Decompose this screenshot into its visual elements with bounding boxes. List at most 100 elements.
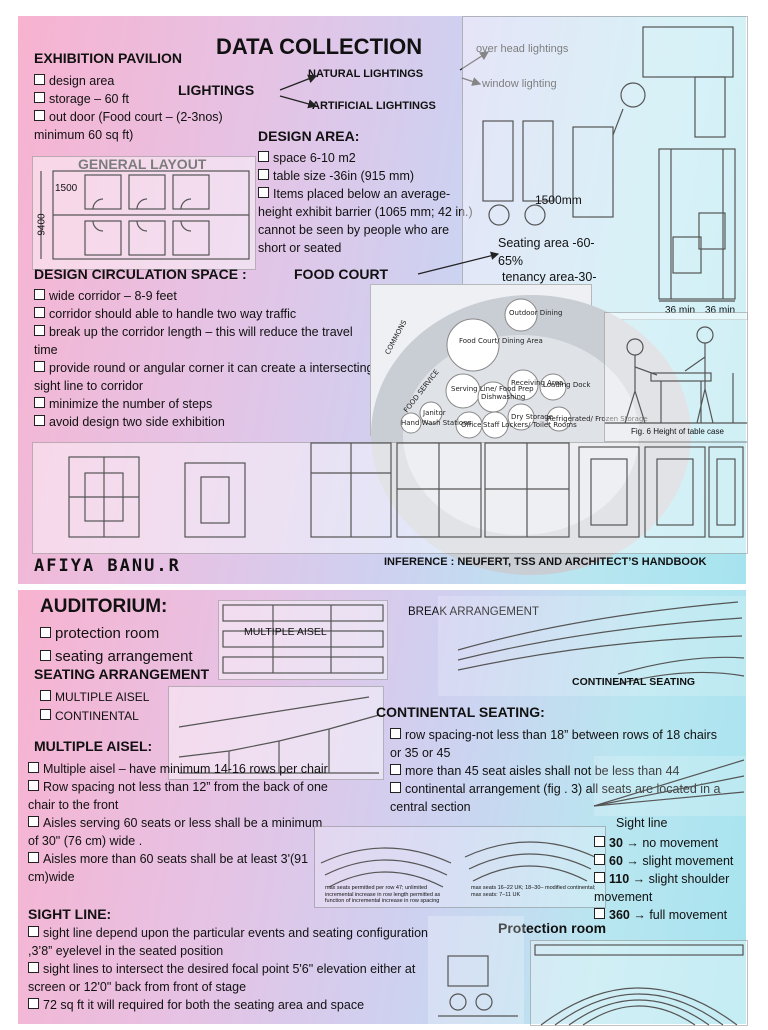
list-item: Items placed below an average-height exh…	[258, 187, 473, 255]
list-item: Aisles serving 60 seats or less shall be…	[28, 816, 323, 848]
design-area-list: space 6-10 m2 table size -36in (915 mm) …	[258, 149, 480, 257]
bubble-label-refrigerated: Refrigerated/ Frozen Storage	[547, 415, 648, 423]
multiple-aisel-title: MULTIPLE AISEL:	[34, 738, 153, 754]
circulation-plans-sketch	[68, 442, 744, 538]
checkbox-bullet-icon	[34, 92, 45, 103]
list-item: sight lines to intersect the desired foc…	[28, 962, 416, 994]
general-layout-title: GENERAL LAYOUT	[78, 156, 207, 172]
checkbox-bullet-icon	[28, 816, 39, 827]
list-item: more than 45 seat aisles shall not be le…	[390, 762, 730, 780]
sight-line-list: sight line depend upon the particular ev…	[28, 924, 428, 1014]
seating-arrangement-list: MULTIPLE AISEL CONTINENTAL	[40, 688, 190, 726]
bubble-label-dining: Food Court/ Dining Area	[459, 337, 543, 345]
break-arrangement-label: BREAK ARRANGEMENT	[408, 606, 539, 618]
fan-note-right: max seats 16–22 UK; 18–30– modified cont…	[471, 885, 596, 898]
circulation-title: DESIGN CIRCULATION SPACE :	[34, 266, 247, 282]
checkbox-bullet-icon	[258, 151, 269, 162]
checkbox-bullet-icon	[258, 187, 269, 198]
checkbox-bullet-icon	[28, 852, 39, 863]
list-item: corridor should able to handle two way t…	[34, 305, 374, 323]
checkbox-bullet-icon	[28, 762, 39, 773]
page-title: DATA COLLECTION	[216, 34, 423, 59]
list-item: space 6-10 m2	[258, 149, 480, 167]
list-item: design area	[34, 72, 272, 90]
overhead-lighting-label: over head lightings	[476, 43, 569, 55]
continental-seating-title: CONTINENTAL SEATING:	[376, 704, 545, 720]
accessibility-sketch	[482, 26, 736, 302]
list-item: storage – 60 ft	[34, 90, 272, 108]
checkbox-bullet-icon	[34, 307, 45, 318]
list-item: sight line depend upon the particular ev…	[28, 926, 428, 958]
checkbox-bullet-icon	[594, 854, 605, 865]
artificial-lightings-label: ARTIFICIAL LIGHTINGS	[312, 100, 436, 112]
checkbox-bullet-icon	[390, 728, 401, 739]
exhibition-pavilion-list: design area storage – 60 ft out door (Fo…	[34, 72, 272, 144]
checkbox-bullet-icon	[34, 397, 45, 408]
sightline-rays-image	[593, 756, 746, 816]
bubble-label-receiving: Receiving Area	[511, 379, 563, 387]
fan-seating-image: max seats permitted per row 47; unlimite…	[314, 826, 606, 908]
auditorium-slide: AUDITORIUM: protection room seating arra…	[18, 590, 748, 1026]
checkbox-bullet-icon	[594, 872, 605, 883]
checkbox-bullet-icon	[390, 782, 401, 793]
fan-note-left: max seats permitted per row 47; unlimite…	[325, 885, 441, 904]
seat-rows-sketch	[222, 604, 384, 674]
layout-dim-height: 9400	[36, 213, 48, 236]
circulation-list: wide corridor – 8-9 feet corridor should…	[34, 287, 374, 431]
list-item: out door (Food court – (2-3nos) minimum …	[34, 110, 223, 142]
list-item: protection room	[40, 622, 230, 645]
checkbox-bullet-icon	[28, 926, 39, 937]
seating-area-text: Seating area -60-65%	[498, 236, 595, 268]
movement-item: 360 → full movement	[594, 906, 746, 924]
dimension-1500mm: 1500mm	[535, 193, 582, 207]
food-service-diagram: COMMONS FOOD SERVICE Food Court/ Dining …	[370, 284, 691, 575]
list-item: table size -36in (915 mm)	[258, 167, 480, 185]
list-item: provide round or angular corner it can c…	[34, 361, 374, 393]
general-layout-sketch	[40, 170, 250, 260]
list-item: seating arrangement	[40, 645, 230, 668]
movement-item: 60 → slight movement	[594, 852, 746, 870]
bubble-label-hand-wash: Hand Wash Stations	[401, 419, 472, 427]
multiple-aisel-rows-image	[218, 600, 388, 680]
bubble-label-office: Office	[461, 421, 481, 429]
checkbox-bullet-icon	[390, 764, 401, 775]
checkbox-bullet-icon	[28, 998, 39, 1009]
bubble-label-serving: Serving Line/ Food Prep	[451, 385, 534, 393]
protection-room-image	[530, 940, 748, 1026]
layout-dim-width: 1500	[55, 183, 78, 194]
movement-item: 30 → no movement	[594, 834, 746, 852]
list-item: break up the corridor length – this will…	[34, 325, 353, 357]
projection-booth-image	[428, 916, 524, 1024]
bubble-label-staff-lockers: Staff Lockers/ Toilet Rooms	[483, 421, 577, 429]
continental-seating-diagram-label: CONTINENTAL SEATING	[572, 676, 696, 688]
exhibition-pavilion-title: EXHIBITION PAVILION	[34, 50, 183, 66]
checkbox-bullet-icon	[40, 690, 51, 701]
auditorium-title: AUDITORIUM:	[40, 596, 168, 617]
window-lighting-label: window lighting	[482, 78, 557, 90]
checkbox-bullet-icon	[40, 650, 51, 661]
inference-text: INFERENCE : NEUFERT, TSS AND ARCHITECT’S…	[384, 556, 707, 568]
author-name: AFIYA BANU.R	[34, 556, 181, 576]
continental-seating-image	[438, 596, 746, 696]
protection-room-title: Protection room	[498, 920, 607, 936]
checkbox-bullet-icon	[28, 780, 39, 791]
movement-item: 110 → slight shoulder movement	[594, 872, 730, 904]
checkbox-bullet-icon	[594, 836, 605, 847]
exhibition-slide: EXHIBITION PAVILION design area storage …	[18, 16, 748, 584]
checkbox-bullet-icon	[34, 415, 45, 426]
general-layout-plan-image: 1500 9400	[32, 156, 256, 270]
checkbox-bullet-icon	[40, 709, 51, 720]
list-item: 72 sq ft it will required for both the s…	[28, 996, 428, 1014]
bubble-label-dishwashing: Dishwashing	[481, 393, 525, 401]
food-court-arrow	[417, 251, 500, 275]
bubble-label-outdoor: Outdoor Dining	[509, 309, 562, 317]
checkbox-bullet-icon	[40, 627, 51, 638]
lightings-label: LIGHTINGS	[178, 82, 255, 98]
list-item: avoid design two side exhibition	[34, 413, 374, 431]
seating-arrangement-title: SEATING ARRANGEMENT	[34, 666, 209, 682]
natural-lightings-label: NATURAL LIGHTINGS	[308, 68, 424, 80]
bubble-label-dry-storage: Dry Storage	[511, 413, 553, 421]
checkbox-bullet-icon	[28, 962, 39, 973]
list-item: CONTINENTAL	[40, 707, 190, 726]
food-court-title: FOOD COURT	[294, 266, 389, 282]
